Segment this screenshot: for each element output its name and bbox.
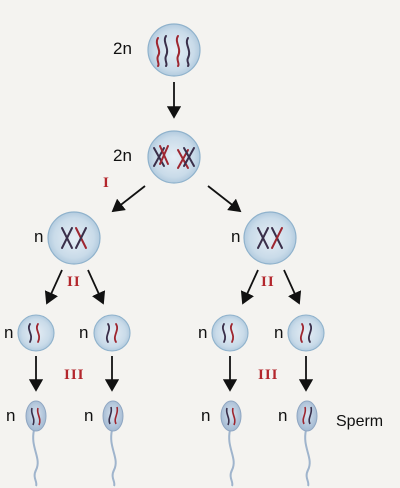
- ploidy-label-row4-4: n: [274, 323, 284, 342]
- ploidy-label-haploid-left: n: [34, 227, 44, 246]
- cell-spermatid-4: [287, 314, 325, 352]
- arrow-division-II-rr: [283, 269, 302, 305]
- ploidy-label-top: 2n: [113, 39, 132, 58]
- stage-label-III-left: III: [64, 367, 85, 383]
- stage-label-II-left: II: [67, 274, 81, 290]
- cell-diploid-paired: [147, 130, 201, 184]
- stage-label-III-right: III: [258, 367, 279, 383]
- arrow-division-I-right: [207, 185, 242, 213]
- cell-spermatid-2: [93, 314, 131, 352]
- ploidy-label-row4-1: n: [4, 323, 14, 342]
- sperm-label: Sperm: [336, 413, 384, 430]
- arrow-division-II-lr: [87, 269, 106, 305]
- stage-label-I: I: [103, 175, 110, 191]
- ploidy-label-haploid-right: n: [231, 227, 241, 246]
- ploidy-label-row4-3: n: [198, 323, 208, 342]
- ploidy-label-paired: 2n: [113, 146, 132, 165]
- cell-haploid-right: [243, 211, 297, 265]
- stage-label-II-right: II: [261, 274, 275, 290]
- cell-spermatid-3: [211, 314, 249, 352]
- arrow-division-II-ll: [44, 269, 63, 305]
- ploidy-label-sperm-2: n: [84, 406, 94, 425]
- chromosomes-paired: [153, 145, 195, 169]
- ploidy-label-sperm-4: n: [278, 406, 288, 425]
- sperm-2: [102, 400, 124, 487]
- chromosomes-diploid-top: [155, 35, 191, 67]
- sperm-1: [25, 400, 47, 487]
- arrow-division-I-left: [111, 185, 146, 213]
- sperm-3: [220, 400, 242, 487]
- ploidy-label-row4-2: n: [79, 323, 89, 342]
- arrow-division-II-rl: [240, 269, 259, 305]
- ploidy-label-sperm-3: n: [201, 406, 211, 425]
- ploidy-label-sperm-1: n: [6, 406, 16, 425]
- sperm-4: [296, 400, 318, 487]
- cell-haploid-left: [47, 211, 101, 265]
- cell-spermatid-1: [17, 314, 55, 352]
- cell-diploid-top: [147, 23, 201, 77]
